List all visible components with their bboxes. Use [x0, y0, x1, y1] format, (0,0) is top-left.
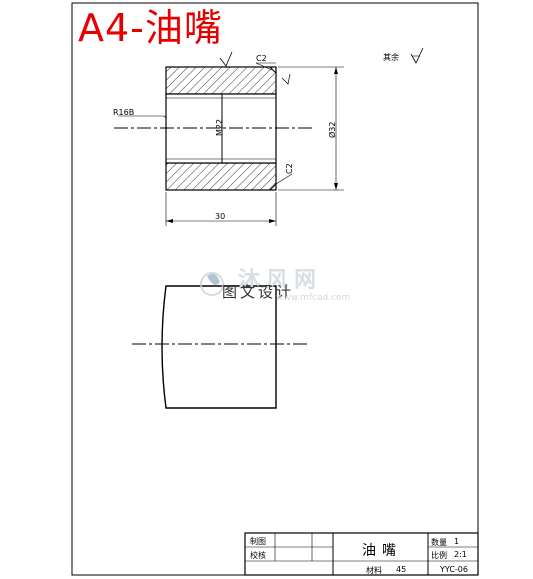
dimension-diameter: Ø32: [328, 121, 337, 138]
title-block-scale-value: 2:1: [454, 550, 467, 559]
title-block: [244, 532, 479, 576]
title-block-drawing-no: YYC-06: [440, 565, 468, 574]
section-view: [114, 47, 424, 226]
title-block-material-label: 材料: [366, 566, 382, 575]
title-block-scale-label: 比例: [431, 551, 447, 560]
title-block-material-value: 45: [396, 565, 407, 574]
drawing-title: A4-油嘴: [78, 6, 223, 50]
watermark-brand: 沐风网: [238, 268, 323, 293]
dimension-thread: M22: [215, 118, 224, 136]
watermark-tagline: 图文设计: [222, 283, 295, 301]
title-block-checked-label: 校核: [250, 551, 266, 560]
title-block-drawn-label: 制图: [250, 537, 266, 546]
watermark-url: www.mfcad.com: [276, 293, 351, 303]
roughness-note: 其余: [383, 53, 399, 62]
dimension-chamfer-top: C2: [256, 54, 267, 63]
watermark-logo-icon: [200, 272, 224, 296]
dimension-radius: R16B: [113, 108, 135, 117]
outside-view: [132, 285, 308, 409]
title-block-quantity-label: 数量: [431, 538, 447, 547]
dimension-length: 30: [215, 212, 226, 221]
dimension-chamfer-bottom: C2: [285, 163, 294, 174]
title-block-quantity-value: 1: [454, 537, 460, 546]
title-block-part-name: 油嘴: [362, 543, 402, 559]
